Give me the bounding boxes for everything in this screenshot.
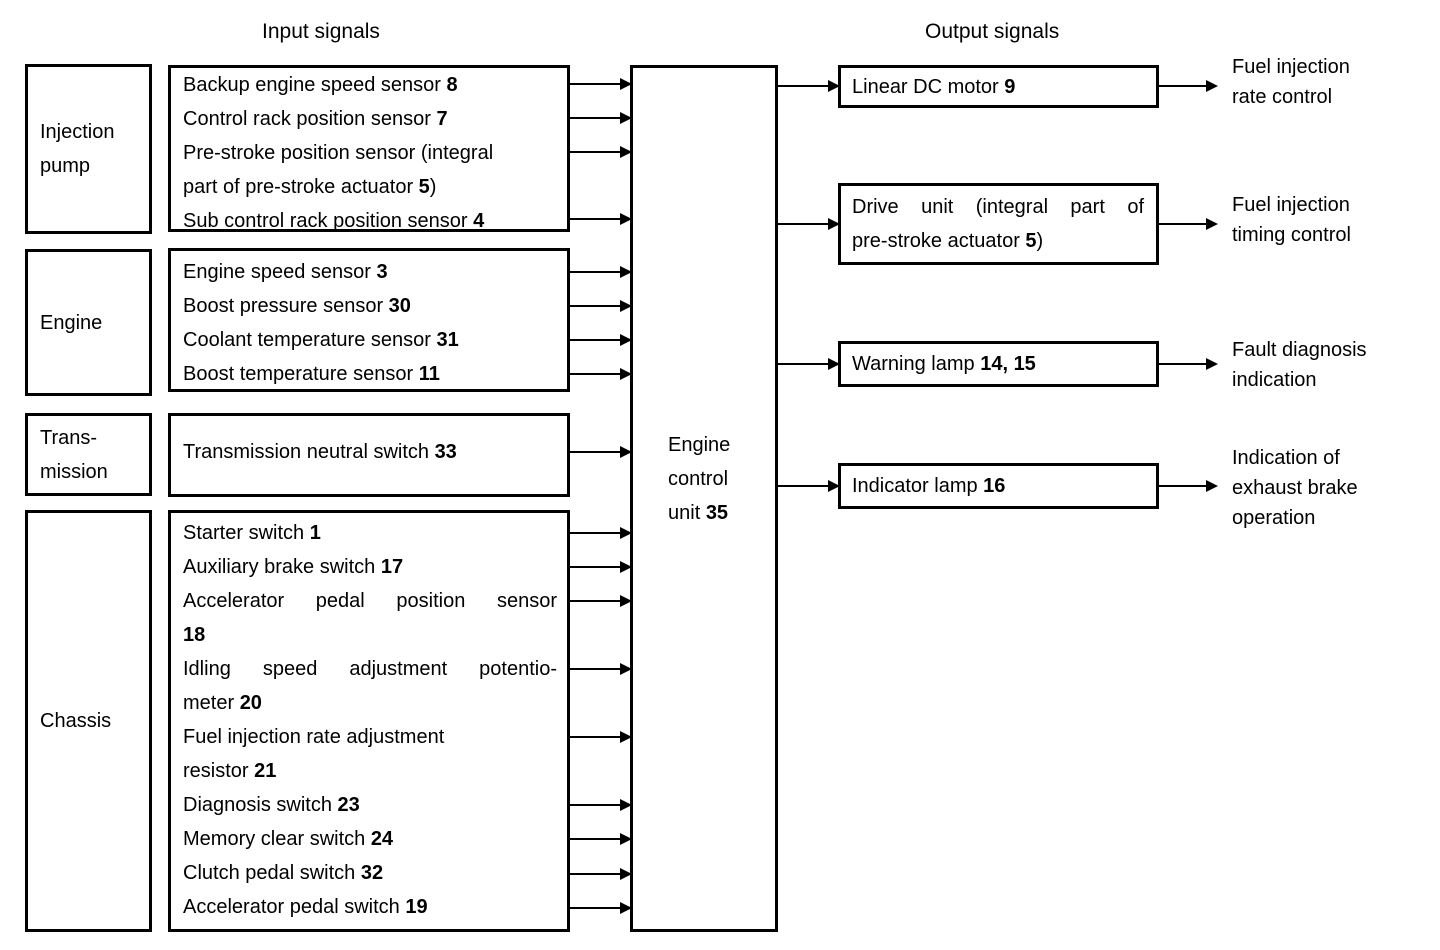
text-line: Boost temperature sensor 11 [183, 363, 440, 385]
text-line: Engine speed sensor 3 [183, 261, 388, 283]
text-line: Diagnosis switch 23 [183, 794, 360, 816]
text-line: meter 20 [183, 692, 262, 714]
input-arrow-8 [570, 368, 632, 380]
text-line: operation [1232, 507, 1316, 529]
text-line: Auxiliary brake switch 17 [183, 556, 404, 578]
text-line: Starter switch 1 [183, 522, 321, 544]
text-line: Engine [668, 434, 731, 456]
input-box-chassis-signals: Starter switch 1 Auxiliary brake switch 1… [168, 510, 570, 932]
input-box-transmission-signals: Transmission neutral switch 33 [168, 413, 570, 497]
engine-control-unit-box: Engine control unit 35 [630, 65, 778, 932]
input-arrow-12 [570, 595, 632, 607]
text-line: rate control [1232, 86, 1333, 108]
input-arrow-5 [570, 266, 632, 278]
text-line: pre-stroke actuator 5) [852, 230, 1044, 252]
label-arrow-4 [1159, 480, 1218, 492]
input-arrow-14 [570, 731, 632, 743]
input-box-injection-pump-signals: Backup engine speed sensor 8 Control rack… [168, 65, 570, 232]
text-line: Linear DC motor 9 [852, 75, 1016, 98]
text-line: Backup engine speed sensor 8 [183, 74, 458, 96]
input-arrow-15 [570, 799, 632, 811]
text-line: Fuel injection [1232, 56, 1350, 78]
text-line: Fuel injection [1232, 194, 1350, 216]
output-box-indicator-lamp: Indicator lamp 16 [838, 463, 1159, 509]
input-arrow-10 [570, 527, 632, 539]
input-arrow-6 [570, 300, 632, 312]
text-line: Indicator lamp 16 [852, 475, 1006, 497]
output-box-drive-unit: Drive unit (integral part of pre-stroke a… [838, 183, 1159, 265]
label-arrow-2 [1159, 218, 1218, 230]
text-line: resistor 21 [183, 760, 277, 782]
input-arrow-11 [570, 561, 632, 573]
category-box-engine: Engine [25, 249, 152, 396]
text-line: Clutch pedal switch 32 [183, 862, 384, 884]
input-box-engine-signals: Engine speed sensor 3 Boost pressure sens… [168, 248, 570, 392]
input-arrow-4 [570, 213, 632, 225]
input-arrow-17 [570, 868, 632, 880]
text-line: Chassis [40, 710, 112, 732]
text-line: Fuel injection rate adjustment [183, 726, 445, 748]
engine-control-unit-label: Engine control unit 35 [668, 428, 730, 530]
output-signals-header: Output signals [925, 20, 1060, 43]
output-label-fault-diagnosis-indication: Fault diagnosis indication [1232, 335, 1440, 395]
input-arrow-18 [570, 902, 632, 914]
text-line: Accelerator pedal switch 19 [183, 896, 428, 918]
text-line: Injection [40, 121, 115, 143]
category-box-transmission: Trans-mission [25, 413, 152, 496]
input-arrow-1 [570, 78, 632, 90]
input-arrow-16 [570, 833, 632, 845]
label-arrow-1 [1159, 80, 1218, 92]
text-line: Idling speed adjustment potentio- [183, 658, 557, 680]
category-box-chassis: Chassis [25, 510, 152, 932]
text-line: 18 [183, 624, 206, 646]
text-line: Warning lamp 14, 15 [852, 353, 1036, 375]
output-label-exhaust-brake-operation: Indication of exhaust brake operation [1232, 443, 1440, 533]
text-line: timing control [1232, 224, 1351, 246]
input-arrow-3 [570, 146, 632, 158]
text-line: Fault diagnosis [1232, 339, 1367, 361]
text-line: indication [1232, 369, 1317, 391]
text-line: Boost pressure sensor 30 [183, 295, 411, 317]
text-line: part of pre-stroke actuator 5) [183, 176, 437, 198]
input-arrow-7 [570, 334, 632, 346]
ecu-arrow-1 [778, 80, 840, 92]
text-line: Memory clear switch 24 [183, 828, 394, 850]
text-line: control [668, 468, 729, 490]
output-box-linear-dc-motor: Linear DC motor 9 [838, 65, 1159, 108]
ecu-arrow-2 [778, 218, 840, 230]
text-line: pump [40, 155, 91, 177]
text-line: Pre-stroke position sensor (integral [183, 142, 494, 164]
input-signals-header: Input signals [262, 20, 380, 43]
ecu-arrow-4 [778, 480, 840, 492]
text-line: Sub control rack position sensor 4 [183, 210, 485, 232]
text-line: Trans- [40, 426, 98, 449]
text-line: unit 35 [668, 502, 729, 524]
output-label-fuel-injection-rate-control: Fuel injection rate control [1232, 52, 1440, 112]
ecu-arrow-3 [778, 358, 840, 370]
text-line: Transmission neutral switch 33 [183, 441, 457, 463]
text-line: Engine [40, 311, 103, 334]
label-arrow-3 [1159, 358, 1218, 370]
text-line: Drive unit (integral part of [852, 196, 1144, 218]
text-line: Control rack position sensor 7 [183, 108, 448, 130]
output-box-warning-lamp: Warning lamp 14, 15 [838, 341, 1159, 387]
text-line: Accelerator pedal position sensor [183, 590, 557, 612]
text-line: Indication of [1232, 447, 1340, 469]
text-line: exhaust brake [1232, 477, 1358, 499]
input-arrow-2 [570, 112, 632, 124]
input-arrow-13 [570, 663, 632, 675]
output-label-fuel-injection-timing-control: Fuel injection timing control [1232, 190, 1440, 250]
category-box-injection-pump: Injection pump [25, 64, 152, 234]
text-line: Coolant temperature sensor 31 [183, 329, 459, 351]
input-arrow-9 [570, 446, 632, 458]
text-line: mission [40, 460, 108, 483]
